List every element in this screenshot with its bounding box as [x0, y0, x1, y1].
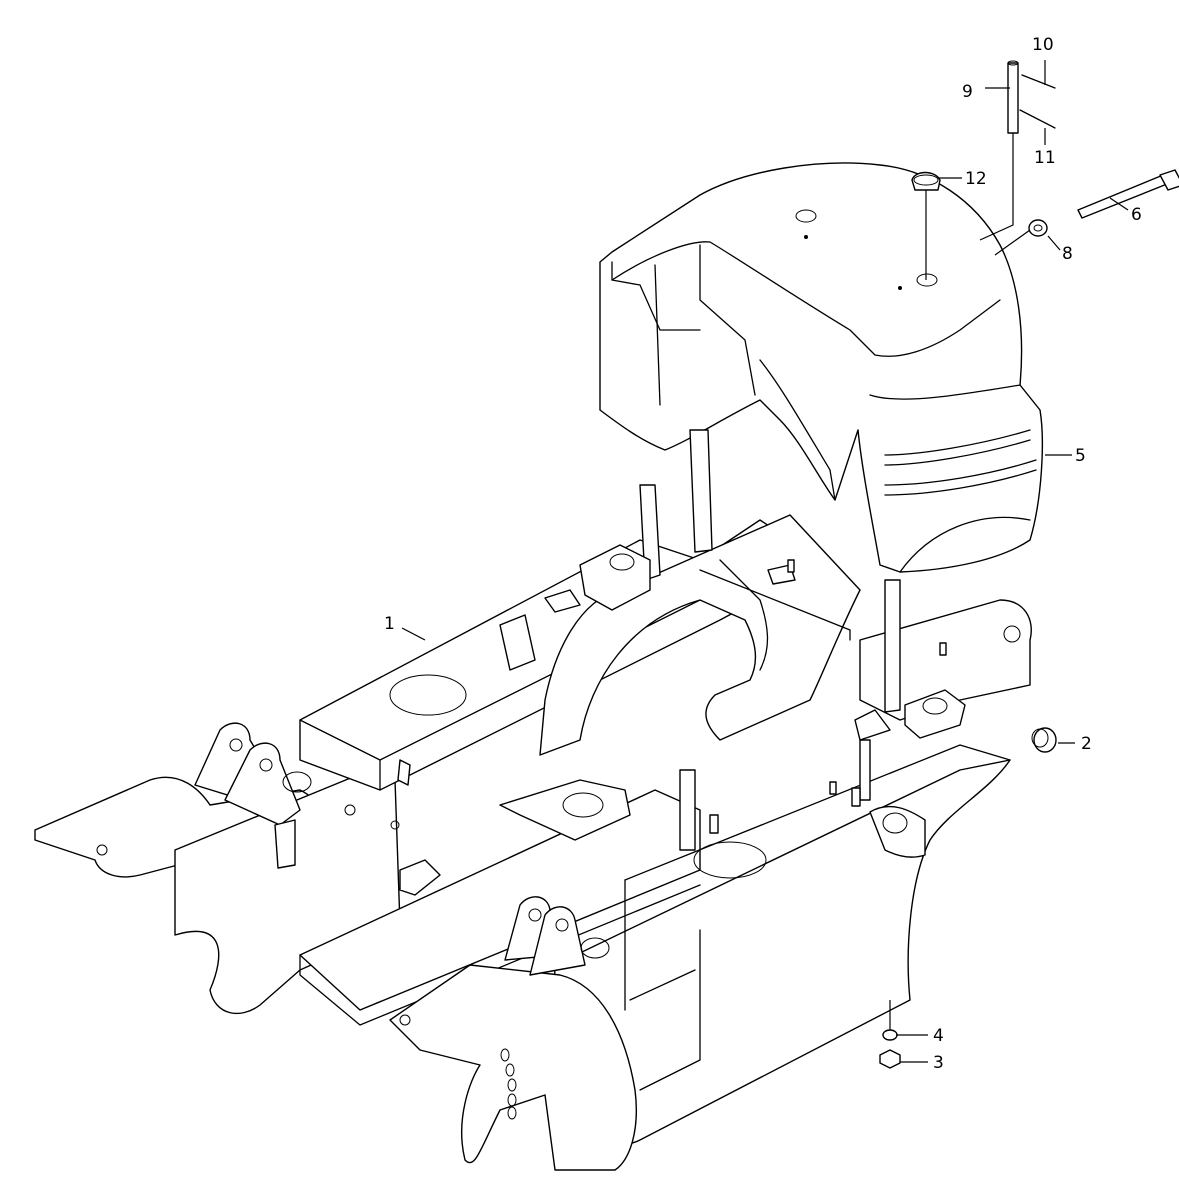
- callout-9: 9: [962, 82, 973, 102]
- nut-part-3: [879, 1049, 901, 1069]
- leader-lines: [401, 60, 1129, 1063]
- callout-10: 10: [1032, 35, 1054, 55]
- callout-labels: 1 2 3 4 5 6 8 9 10 11 12: [384, 35, 1142, 1073]
- callout-4: 4: [933, 1026, 944, 1046]
- washer-part-8: [1028, 219, 1048, 237]
- callout-5: 5: [1075, 446, 1086, 466]
- split-pin-part-10: [1021, 74, 1056, 89]
- plug-part-12: [911, 171, 941, 191]
- callout-3: 3: [933, 1053, 944, 1073]
- callout-2: 2: [1081, 734, 1092, 754]
- callout-1: 1: [384, 614, 395, 634]
- callout-11: 11: [1034, 148, 1056, 168]
- main-frame-part-1: [34, 429, 1032, 1171]
- callout-8: 8: [1062, 244, 1073, 264]
- split-pin-part-11: [1019, 109, 1056, 129]
- pin-part-9: [1007, 60, 1019, 134]
- callout-12: 12: [965, 169, 987, 189]
- counterweight-part-5: [599, 162, 1043, 573]
- hole-column: [500, 1048, 517, 1120]
- callout-6: 6: [1131, 205, 1142, 225]
- bolt-part-6: [1077, 169, 1179, 219]
- cap-part-2: [1031, 727, 1057, 753]
- washer-part-4: [882, 1029, 898, 1041]
